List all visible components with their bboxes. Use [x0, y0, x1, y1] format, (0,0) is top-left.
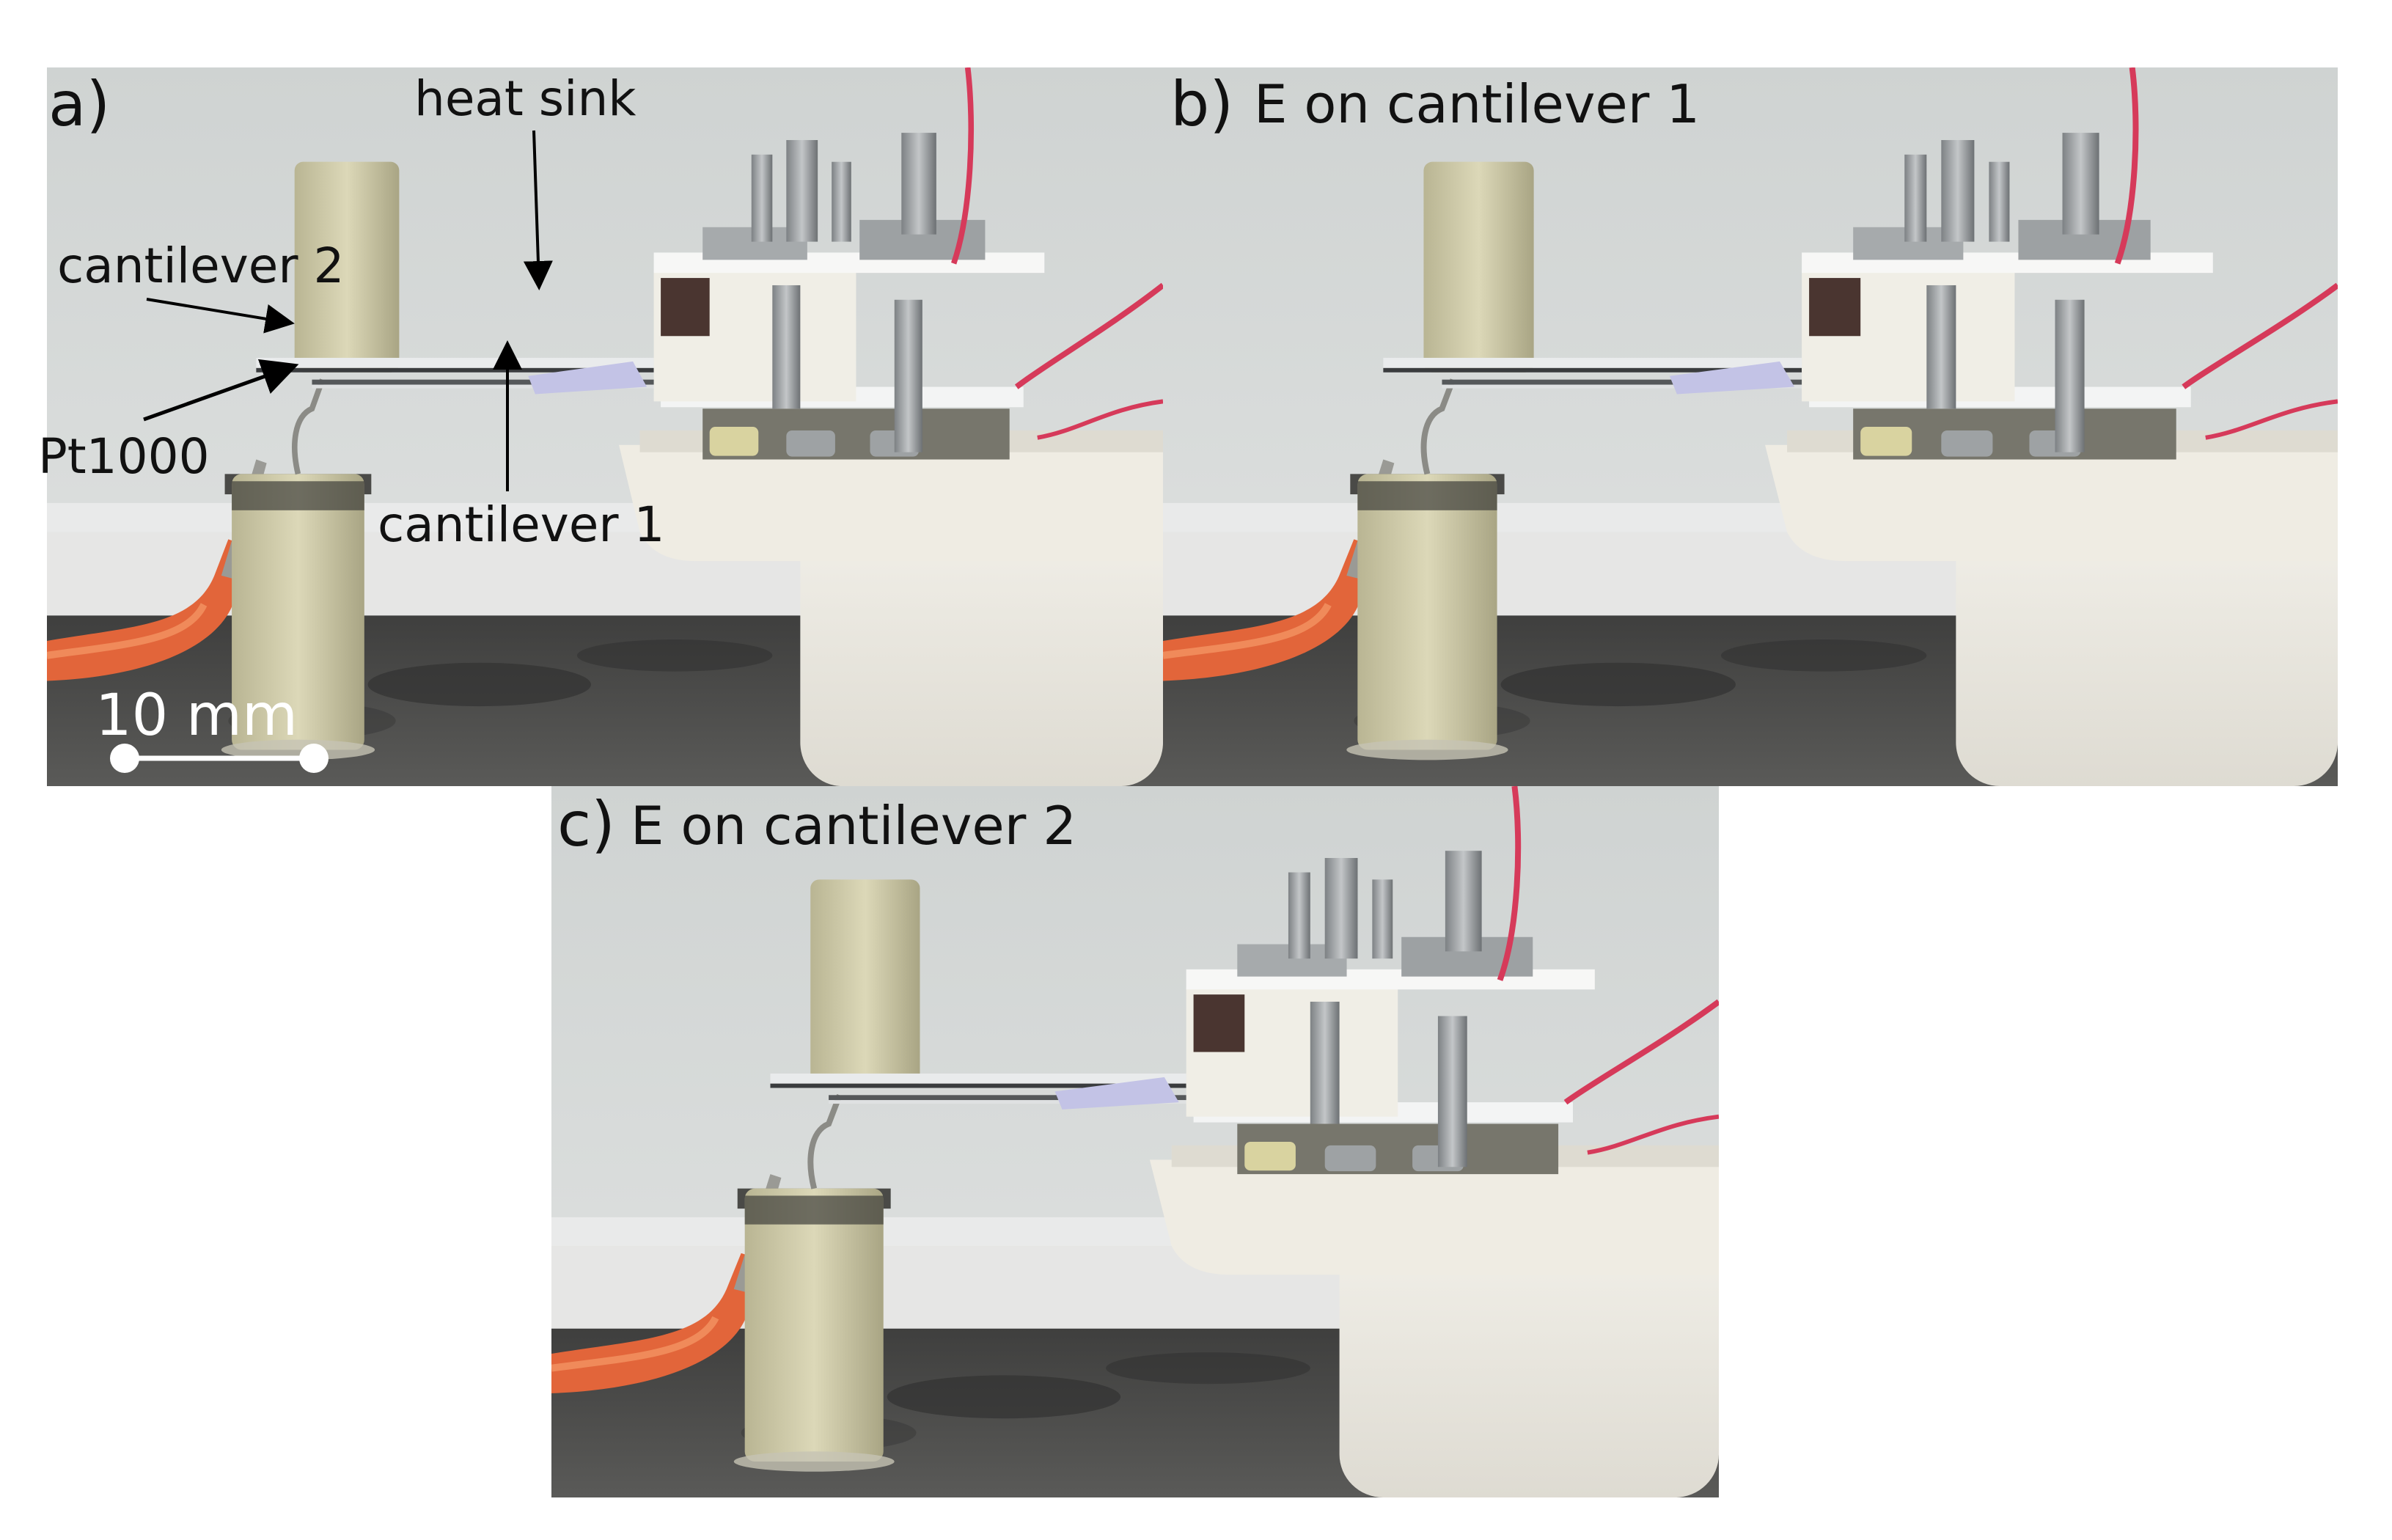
- panel-a-image: [47, 67, 1163, 786]
- pt1000-label: Pt1000: [38, 428, 210, 485]
- panel-c-image: [551, 786, 1719, 1497]
- heat-sink-label: heat sink: [414, 70, 636, 127]
- panel-a-letter: a): [48, 68, 111, 140]
- panel-a-photo: [47, 67, 1163, 786]
- panel-c-letter: c): [557, 788, 615, 860]
- cantilever-1-label: cantilever 1: [378, 496, 665, 553]
- panel-c-title: E on cantilever 2: [631, 795, 1077, 857]
- panel-b-letter: b): [1170, 68, 1234, 140]
- panel-b-title: E on cantilever 1: [1254, 73, 1701, 135]
- panel-c-photo: [551, 786, 1719, 1497]
- panel-b-image: [1163, 67, 2338, 786]
- scale-bar-label: 10 mm: [95, 683, 298, 749]
- panel-b-photo: [1163, 67, 2338, 786]
- cantilever-2-label: cantilever 2: [57, 238, 345, 294]
